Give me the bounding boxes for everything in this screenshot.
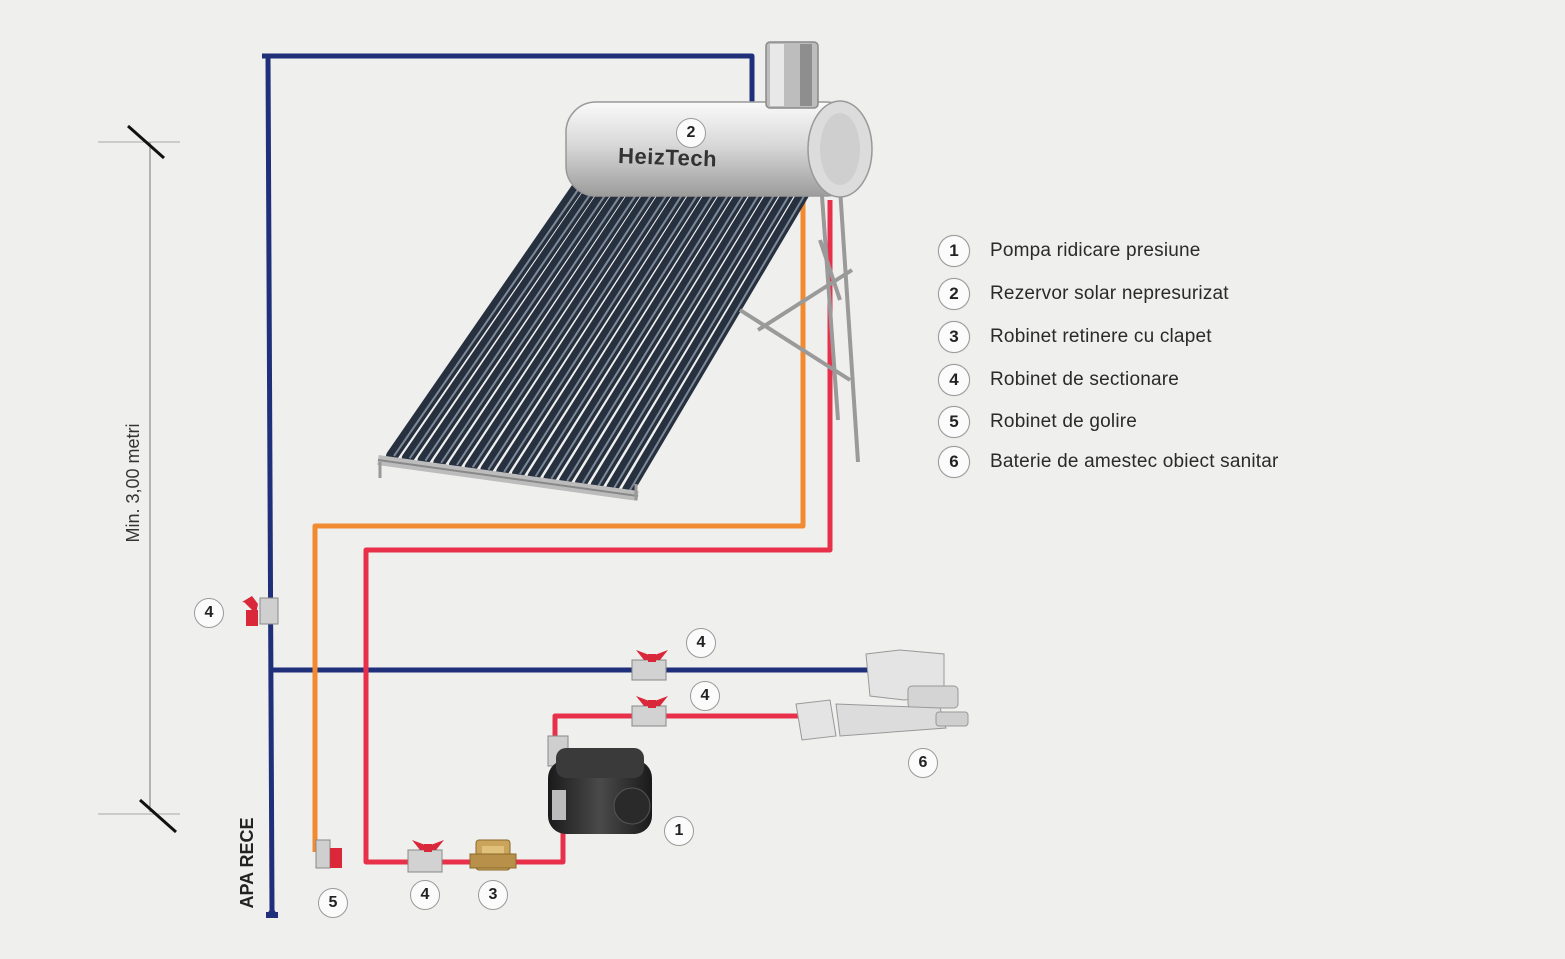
evacuated-tube — [511, 179, 708, 481]
evacuated-tube — [480, 178, 678, 476]
callout-valve-hot-branch: 4 — [690, 681, 720, 711]
legend-number: 3 — [938, 321, 970, 353]
legend-number: 6 — [938, 446, 970, 478]
legend-text: Baterie de amestec obiect sanitar — [990, 451, 1279, 472]
callout-tank: 2 — [676, 118, 706, 148]
callout-pump: 1 — [664, 816, 694, 846]
evacuated-tube — [433, 178, 632, 469]
evacuated-tube — [448, 178, 647, 472]
cold-water-pipes — [262, 53, 870, 911]
evacuated-tube — [496, 178, 693, 478]
evacuated-tube-highlight — [487, 184, 675, 471]
inlet-cap — [266, 912, 278, 918]
legend-item-5: 5 Robinet de golire — [938, 405, 1137, 439]
evacuated-tube-highlight — [456, 183, 644, 466]
water-tank — [565, 100, 873, 198]
evacuated-tube-highlight — [471, 184, 659, 468]
evacuated-tube-highlight — [424, 183, 614, 462]
evacuated-tube-highlight — [629, 185, 811, 491]
evacuated-tube — [590, 179, 784, 492]
callout-valve-riser: 4 — [194, 598, 224, 628]
legend-text: Robinet retinere cu clapet — [990, 326, 1212, 347]
shutoff-valve-cold-branch — [631, 650, 668, 681]
callout-valve-cold-branch: 4 — [686, 628, 716, 658]
legend-text: Robinet de golire — [990, 411, 1138, 432]
evacuated-tube — [606, 179, 799, 494]
evacuated-tube-highlight — [519, 184, 705, 475]
evacuated-tube-highlight — [503, 184, 690, 473]
callout-check-valve: 3 — [478, 880, 508, 910]
evacuated-tube-highlight — [581, 185, 766, 484]
evacuated-tube — [417, 178, 617, 467]
legend-item-3: 3 Robinet retinere cu clapet — [938, 320, 1212, 354]
legend-item-1: 1 Pompa ridicare presiune — [938, 234, 1201, 268]
legend-number: 2 — [938, 278, 970, 310]
evacuated-tube-highlight — [440, 183, 629, 464]
evacuated-tube — [386, 178, 586, 462]
pressure-pump — [547, 735, 652, 834]
legend-text: Pompa ridicare presiune — [990, 240, 1201, 261]
legend-item-2: 2 Rezervor solar nepresurizat — [938, 277, 1229, 311]
evacuated-tube — [574, 179, 769, 490]
evacuated-tube — [559, 179, 754, 487]
evacuated-tube-highlight — [597, 185, 781, 486]
mixer-tap — [795, 649, 969, 741]
legend-text: Robinet de sectionare — [990, 369, 1180, 390]
legend-number: 1 — [938, 235, 970, 267]
hot-water-pipes — [363, 200, 833, 865]
evacuated-tube — [464, 178, 662, 474]
shutoff-valve-hot-branch — [631, 696, 668, 727]
evacuated-tube-highlight — [534, 184, 720, 477]
shutoff-valve-riser — [242, 596, 279, 626]
legend-item-6: 6 Baterie de amestec obiect sanitar — [938, 445, 1279, 479]
overflow-pipe — [312, 200, 806, 852]
evacuated-tube — [543, 179, 738, 485]
callout-drain-valve: 5 — [318, 888, 348, 918]
check-valve — [469, 839, 517, 871]
dimension-line — [98, 124, 180, 834]
evacuated-tube-highlight — [408, 183, 599, 459]
support-frame — [738, 187, 860, 463]
evacuated-tube — [527, 179, 723, 483]
brand-logo: HeizTech — [617, 143, 718, 172]
solar-collector — [377, 178, 814, 501]
legend-text: Rezervor solar nepresurizat — [990, 283, 1229, 304]
cold-water-inlet-label: APA RECE — [237, 817, 257, 909]
tank-vent-cylinder — [765, 41, 819, 109]
callout-mixer: 6 — [908, 748, 938, 778]
evacuated-tube — [622, 180, 814, 496]
legend-number: 5 — [938, 406, 970, 438]
evacuated-tube-highlight — [393, 183, 583, 457]
callout-valve-pump-inlet: 4 — [410, 880, 440, 910]
shutoff-valve-pump-inlet — [407, 840, 444, 873]
legend-number: 4 — [938, 364, 970, 396]
evacuated-tube — [401, 178, 602, 465]
legend-item-4: 4 Robinet de sectionare — [938, 363, 1179, 397]
dimension-label: Min. 3,00 metri — [123, 423, 143, 543]
evacuated-tube-highlight — [613, 185, 796, 489]
drain-valve — [315, 839, 342, 869]
evacuated-tube-highlight — [566, 184, 751, 482]
evacuated-tube-highlight — [550, 184, 735, 480]
